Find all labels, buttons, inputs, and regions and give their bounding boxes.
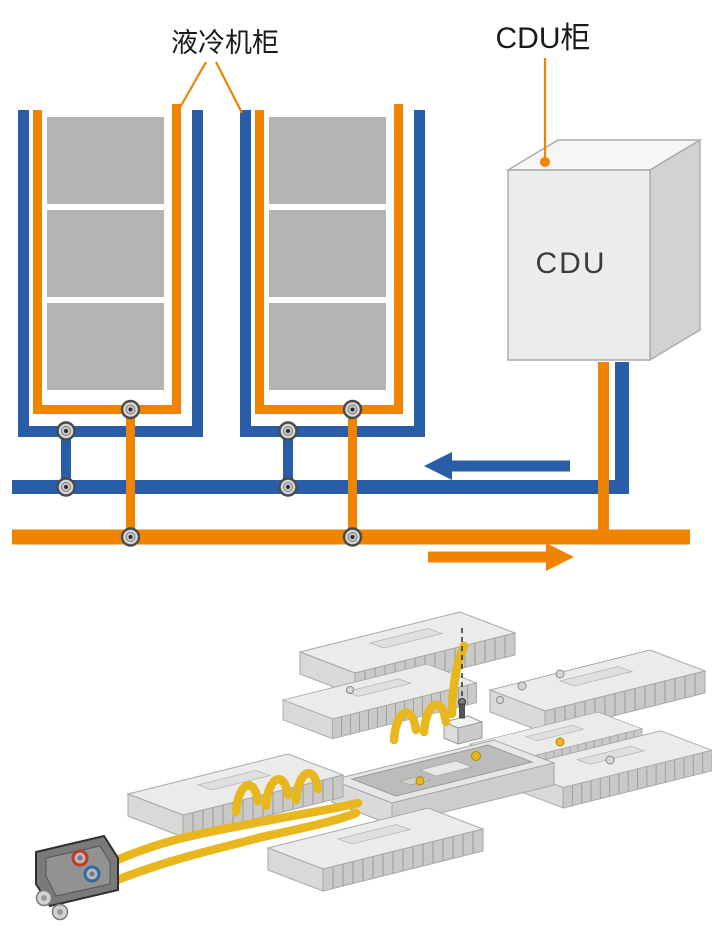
cdu-box: CDU (505, 138, 703, 362)
cabinet-2-server-block (269, 210, 386, 297)
cabinet-2-blue-pipe (240, 110, 425, 437)
liquid-cooling-cabinet-2 (240, 104, 425, 494)
connector-face (45, 845, 111, 897)
cabinet-1-blue-pipe (18, 110, 203, 437)
coolant-tube-main-1 (103, 798, 363, 869)
manifold-block (442, 715, 484, 745)
valve (342, 527, 363, 547)
valves (56, 399, 363, 547)
cooling-schematic: CDU 液冷机柜 CDU柜 (12, 22, 703, 571)
coolant-fitting (415, 776, 425, 786)
cabinet-2-orange-pipe (255, 104, 403, 414)
cdu-unit-label: CDU (536, 247, 607, 280)
chassis-inner-part (418, 760, 474, 777)
cabinet-2-server-block (269, 303, 386, 390)
supply-flow-arrow-left (424, 452, 570, 480)
coolant-tube-loop (231, 781, 263, 817)
insertion-guide (458, 628, 466, 719)
coolant-tube-loop (419, 700, 451, 737)
callouts: 液冷机柜 CDU柜 (171, 22, 591, 167)
valve (120, 399, 141, 420)
leader-line-cabinet-1 (177, 61, 207, 112)
manifold-side (457, 721, 483, 745)
liquid-cooling-cabinet-1 (18, 104, 203, 494)
screw-post (496, 696, 504, 704)
server-board-bottom (267, 807, 484, 892)
coolant-fitting (471, 751, 481, 761)
screw-post (517, 681, 527, 691)
screw-post (346, 686, 354, 694)
leader-dot-cdu (540, 157, 550, 167)
red-port-center (77, 855, 83, 861)
connector-cylinder-bore (57, 909, 63, 915)
leader-line-cabinet-2 (215, 61, 243, 114)
valve (56, 477, 76, 497)
coolant-tube-loop (389, 708, 421, 745)
cdu-box-side-face (649, 138, 701, 362)
label-cdu-cabinet: CDU柜 (496, 22, 591, 55)
supply-main-blue (12, 362, 629, 494)
valve (342, 399, 363, 420)
cabinet-1-server-block (47, 303, 164, 390)
screw-post (555, 669, 565, 679)
return-flow-arrow-right (428, 543, 574, 571)
coolant-tube-main-2 (107, 808, 361, 887)
cabinet-2-server-block (269, 117, 386, 204)
valve (278, 477, 298, 497)
valve (120, 527, 141, 547)
coolant-tube-riser (447, 641, 469, 719)
coolant-tube-loop (261, 775, 293, 811)
cabinet-1-orange-pipe (33, 104, 181, 414)
blue-port-center (89, 871, 95, 877)
label-liquid-cooling-cabinet: 液冷机柜 (171, 28, 279, 58)
cabinet-1-server-block (47, 117, 164, 204)
cdu-box-front-face (507, 169, 651, 361)
coolant-tubes (103, 641, 469, 887)
coolant-tube-loop (291, 769, 323, 805)
valve (278, 421, 298, 441)
center-chassis-module (330, 739, 556, 826)
coolant-fittings (415, 737, 565, 786)
server-module-illustration (35, 611, 712, 921)
screw-post (605, 755, 615, 765)
cabinet-1-server-block (47, 210, 164, 297)
coolant-fitting (555, 737, 565, 747)
mounting-screw-shaft (459, 703, 465, 719)
quick-connector (35, 834, 119, 921)
screw-posts (346, 669, 615, 765)
blue-main-pipe (12, 362, 629, 494)
valve (56, 421, 76, 441)
connector-cylinder-bore (41, 895, 47, 901)
